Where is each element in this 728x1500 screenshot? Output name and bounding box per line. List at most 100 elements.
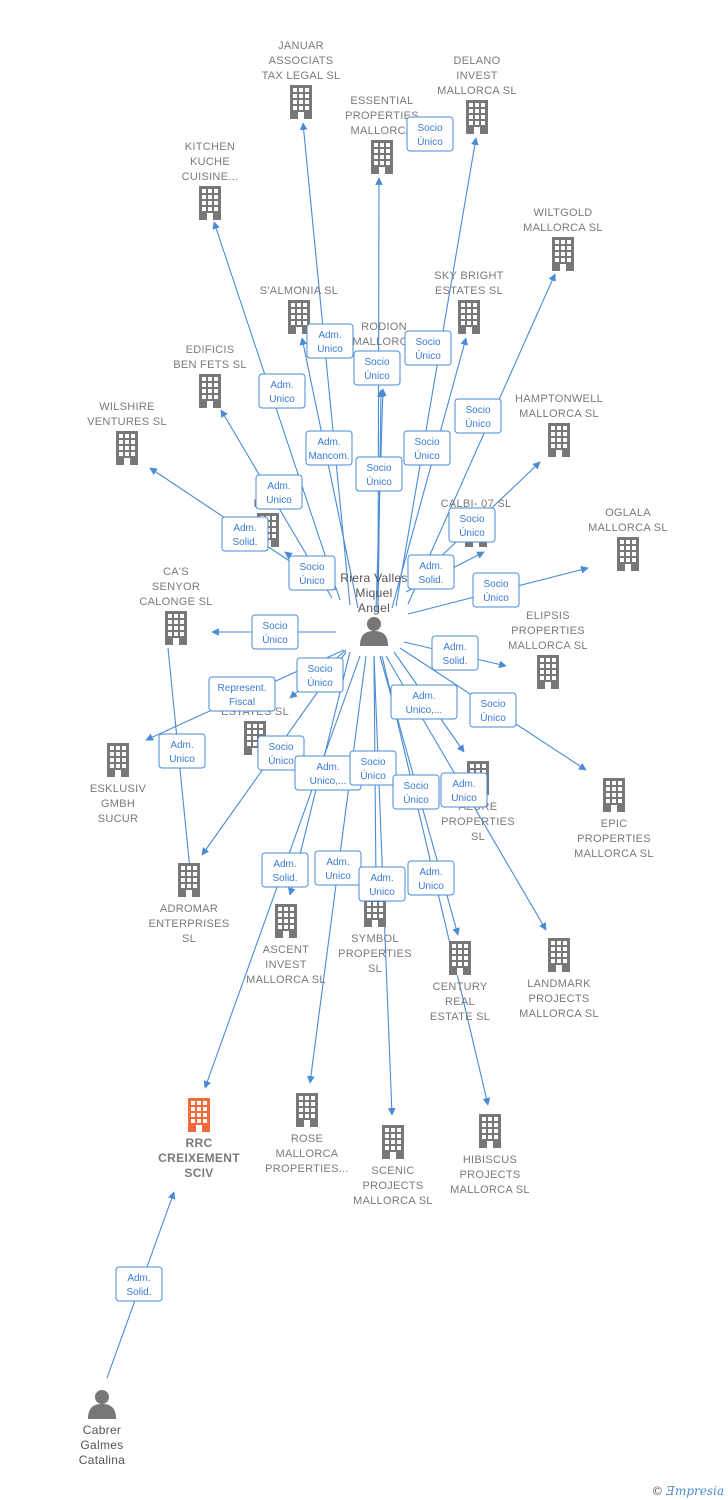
role-badge-text: Único <box>364 369 390 382</box>
roles-layer: SocioÚnicoAdm.UnicoAdm.UnicoSocioÚnicoSo… <box>115 116 520 1302</box>
role-badge-box <box>407 554 455 590</box>
company-node-rose[interactable]: ROSEMALLORCAPROPERTIES... <box>265 1093 349 1175</box>
node-label-line: CALBI- 07 SL <box>441 498 512 510</box>
role-badge-box <box>115 1266 163 1302</box>
node-label-line: GMBH <box>101 798 135 810</box>
node-label-line: INVEST <box>265 959 307 971</box>
role-badge-text: Adm. <box>170 740 193 751</box>
node-label-line: ADROMAR <box>160 903 218 915</box>
role-badge[interactable]: Adm.Solid. <box>261 852 309 888</box>
role-badge-box <box>469 692 517 728</box>
building-icon <box>188 1098 210 1132</box>
role-badge[interactable]: Adm.Mancom. <box>305 430 353 466</box>
node-label-line: Riera Valles <box>340 571 407 585</box>
role-badge[interactable]: Adm.Unico <box>407 860 455 896</box>
role-badge-text: Solid. <box>418 575 443 586</box>
node-label-line: SUCUR <box>98 813 139 825</box>
role-badge-box <box>251 614 299 650</box>
company-node-salmonia[interactable]: S'ALMONIA SL <box>260 285 338 334</box>
role-badge[interactable]: Adm.Solid. <box>431 635 479 671</box>
role-badge-text: Unico,... <box>406 705 443 716</box>
role-badge[interactable]: Adm.Unico <box>255 474 303 510</box>
role-badge[interactable]: Adm.Unico <box>158 733 206 769</box>
node-label-line: Catalina <box>79 1453 125 1467</box>
building-icon <box>199 186 221 220</box>
role-badge[interactable]: Adm.Unico <box>306 323 354 359</box>
company-node-edificis[interactable]: EDIFICIS BEN FETS SL <box>173 344 247 408</box>
role-badge-text: Único <box>465 417 491 430</box>
node-label-line: CA'S <box>163 566 189 578</box>
relation-edge <box>391 337 468 609</box>
role-badge[interactable]: Adm.Solid. <box>221 516 269 552</box>
role-badge-text: Único <box>366 475 392 488</box>
building-icon <box>382 1125 404 1159</box>
role-badge-text: Único <box>360 769 386 782</box>
role-badge[interactable]: Adm.Unico,... <box>294 755 362 791</box>
company-node-calbi[interactable]: CALBI- 07 SL <box>441 498 512 547</box>
role-badge[interactable]: Adm.Unico <box>358 866 406 902</box>
building-icon <box>290 85 312 119</box>
relation-edge <box>299 122 351 606</box>
role-badge-text: Adm. <box>443 642 466 653</box>
node-label-line: JANUAR <box>278 40 324 52</box>
role-badge[interactable]: Adm.Unico <box>440 772 488 808</box>
node-label-line: EDIFICIS <box>186 344 235 356</box>
role-badge-text: Unico <box>269 394 295 405</box>
role-badge[interactable]: Adm.Solid. <box>407 554 455 590</box>
building-icon <box>548 423 570 457</box>
node-label-line: OGLALA <box>605 507 651 519</box>
role-badge[interactable]: Adm.Unico <box>314 850 362 886</box>
role-badge[interactable]: Represent.Fiscal <box>208 676 276 712</box>
role-badge[interactable]: Adm.Unico,... <box>390 684 458 720</box>
node-label-line: PROPERTIES <box>577 833 651 845</box>
role-badge[interactable]: Adm.Solid. <box>115 1266 163 1302</box>
role-badge[interactable]: Adm.Unico <box>258 373 306 409</box>
role-badge-text: Único <box>417 135 443 148</box>
building-icon <box>552 237 574 271</box>
node-label-line: MALLORCA <box>353 336 416 348</box>
node-label-line: BEN FETS SL <box>173 359 247 371</box>
node-label-line: Miquel <box>355 586 392 600</box>
company-node-kitchen[interactable]: KITCHENKUCHECUISINE... <box>182 141 239 220</box>
role-badge-box <box>358 866 406 902</box>
brand-logo[interactable]: Ǝmpresia <box>666 1484 724 1498</box>
